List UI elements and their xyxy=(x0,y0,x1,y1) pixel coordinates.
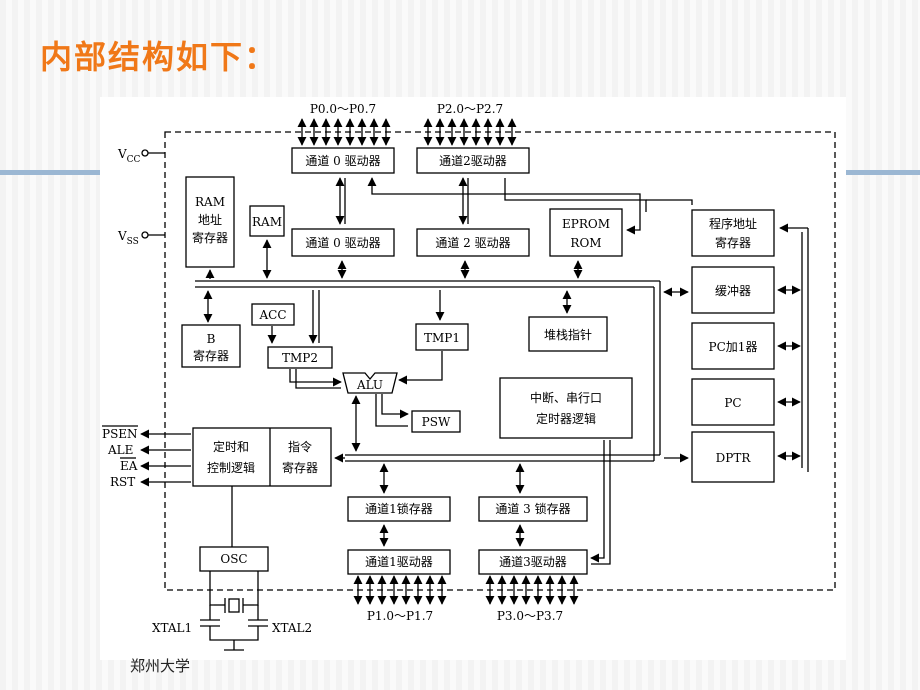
tmp1-label: TMP1 xyxy=(424,331,460,345)
program-address-register xyxy=(691,209,775,257)
ram-block xyxy=(249,205,285,237)
tmp2-label: TMP2 xyxy=(282,351,318,365)
port3-driver xyxy=(478,549,588,575)
xtal2-label: XTAL2 xyxy=(272,621,312,635)
stack-pointer xyxy=(528,316,608,352)
b-register xyxy=(181,324,241,368)
osc-block xyxy=(199,546,269,572)
slide-title: 内部结构如下： xyxy=(40,38,279,76)
footer-university: 郑州大学 xyxy=(130,657,191,675)
interrupt-serial-timer-logic xyxy=(499,377,633,439)
ea-label: EA xyxy=(120,459,138,473)
rst-label: RST xyxy=(110,475,135,489)
port2-label: P2.0～P2.7 xyxy=(437,102,503,116)
ale-label: ALE xyxy=(107,443,133,457)
accent-bar-left xyxy=(0,170,100,175)
dptr-register xyxy=(691,431,775,483)
psen-label: PSEN xyxy=(102,427,138,441)
port3-pins xyxy=(485,575,579,605)
osc-label: OSC xyxy=(220,552,247,566)
buffer-label: 缓冲器 xyxy=(715,283,751,298)
crystal-icon xyxy=(228,598,240,613)
tmp1-register xyxy=(415,323,469,351)
port1-pins xyxy=(353,575,447,605)
interrupt-logic-label-2: 定时器逻辑 xyxy=(536,411,596,426)
acc-register xyxy=(251,303,295,326)
port1-latch xyxy=(347,496,451,522)
vss-label: VSS xyxy=(117,229,139,247)
timing-label-2: 控制逻辑 xyxy=(207,461,255,475)
b-register-label-1: B xyxy=(207,332,216,346)
pc-label: PC xyxy=(724,396,741,410)
instruction-register-label-1: 指令 xyxy=(288,439,312,454)
xtal1-label: XTAL1 xyxy=(152,621,192,635)
port3-label: P3.0～P3.7 xyxy=(497,609,563,623)
eprom-label-2: ROM xyxy=(570,236,601,250)
port0-label: P0.0～P0.7 xyxy=(310,102,376,116)
port3-latch-label: 通道 3 锁存器 xyxy=(495,501,570,516)
port0-driver-top xyxy=(291,147,395,174)
ram-label: RAM xyxy=(252,215,282,229)
port0-pins xyxy=(297,118,391,146)
ram-address-label-1: RAM xyxy=(195,195,225,209)
port3-latch xyxy=(478,496,588,522)
ram-address-label-3: 寄存器 xyxy=(192,230,228,245)
timing-control-block xyxy=(192,427,332,487)
accent-bar-right xyxy=(846,170,920,175)
program-address-label-1: 程序地址 xyxy=(709,216,757,231)
port2-driver-top xyxy=(416,147,530,174)
ram-address-label-2: 地址 xyxy=(198,213,222,227)
ram-address-register xyxy=(185,176,235,268)
interrupt-logic-label-1: 中断、串行口 xyxy=(530,390,602,405)
alu-label: ALU xyxy=(356,378,383,392)
psw-register xyxy=(411,410,461,433)
b-register-label-2: 寄存器 xyxy=(193,348,229,363)
acc-label: ACC xyxy=(258,308,286,322)
eprom-label-1: EPROM xyxy=(562,217,610,231)
dptr-label: DPTR xyxy=(716,451,752,465)
port1-driver-label: 通道1驱动器 xyxy=(365,555,433,569)
buffer-block xyxy=(691,266,775,314)
instruction-register-label-2: 寄存器 xyxy=(282,460,318,475)
port1-driver xyxy=(347,549,451,575)
pc-incrementer-label: PC加1器 xyxy=(709,340,758,354)
tmp2-register xyxy=(267,346,333,369)
port0-driver-mid-label: 通道 0 驱动器 xyxy=(305,236,380,250)
port0-driver-mid xyxy=(291,228,395,257)
port1-label: P1.0～P1.7 xyxy=(367,609,433,623)
port3-driver-label: 通道3驱动器 xyxy=(499,555,567,569)
port1-latch-label: 通道1锁存器 xyxy=(365,501,433,516)
port2-driver-mid-label: 通道 2 驱动器 xyxy=(435,236,510,250)
timing-label-1: 定时和 xyxy=(213,439,249,454)
alu-block xyxy=(342,372,398,394)
stack-pointer-label: 堆栈指针 xyxy=(544,327,592,342)
port2-pins xyxy=(423,118,517,146)
pc-register xyxy=(691,378,775,426)
port2-driver-top-label: 通道2驱动器 xyxy=(439,154,507,168)
pc-incrementer xyxy=(691,322,775,370)
program-address-label-2: 寄存器 xyxy=(715,235,751,250)
port0-driver-top-label: 通道 0 驱动器 xyxy=(305,154,380,168)
vcc-label: VCC xyxy=(117,147,141,165)
psw-label: PSW xyxy=(422,415,451,429)
